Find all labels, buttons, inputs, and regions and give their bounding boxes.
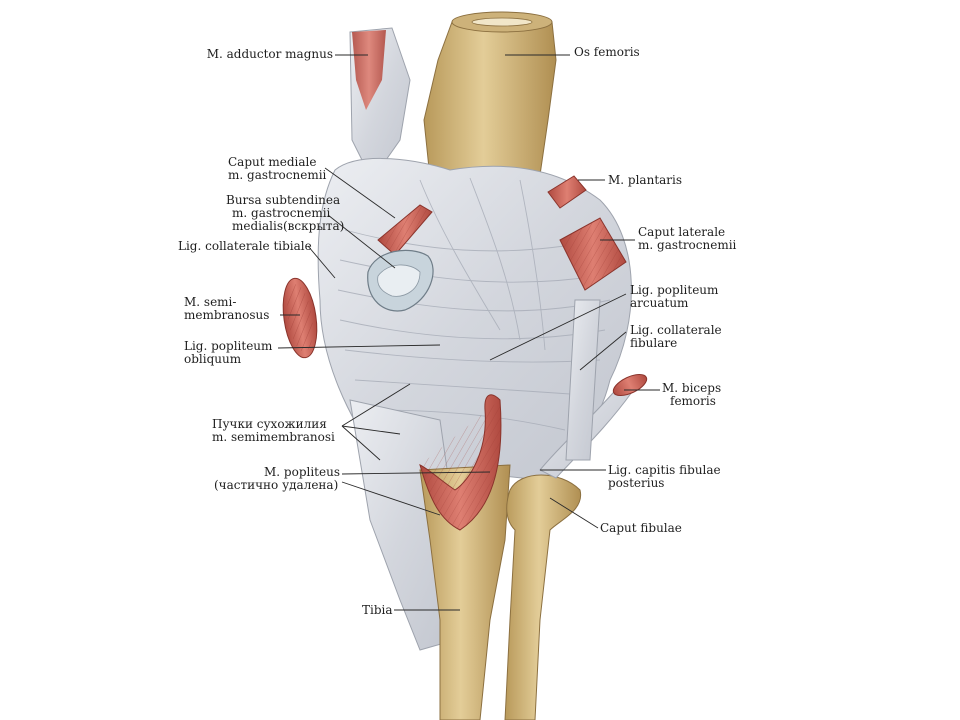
label-plantaris: M. plantaris: [608, 173, 683, 187]
label-adductor-magnus: M. adductor magnus: [206, 47, 333, 61]
label-biceps-femoris: M. biceps femoris: [662, 381, 722, 408]
label-lig-collaterale-tibiale: Lig. collaterale tibiale: [178, 239, 312, 253]
adductor-magnus-muscle: [352, 30, 386, 110]
label-semimembranosus: M. semi- membranosus: [184, 295, 270, 322]
label-caput-mediale: Caput mediale m. gastrocnemii: [228, 155, 327, 182]
label-lig-capitis-fibulae: Lig. capitis fibulae posterius: [608, 463, 721, 490]
label-puchki-suchozhiliya: Пучки сухожилия m. semimembranosi: [212, 417, 335, 444]
label-bursa-subtendinea: Bursa subtendinea m. gastrocnemii medial…: [226, 193, 345, 233]
femur-bone: [423, 21, 557, 179]
label-caput-laterale: Caput laterale m. gastrocnemii: [638, 225, 737, 252]
fibula-bone: [504, 474, 582, 720]
label-tibia: Tibia: [362, 603, 393, 617]
label-os-femoris: Os femoris: [574, 45, 640, 59]
label-popliteus: M. popliteus (частично удалена): [214, 465, 340, 492]
biceps-femoris-muscle: [612, 373, 648, 397]
label-caput-fibulae: Caput fibulae: [600, 521, 682, 535]
plantaris-muscle: [547, 175, 587, 209]
label-lig-collaterale-fibulare: Lig. collaterale fibulare: [630, 323, 722, 350]
tibia-bone: [419, 464, 511, 720]
fibular-collateral-ligament: [565, 299, 601, 461]
label-lig-popliteum-arcuatum: Lig. popliteum arcuatum: [630, 283, 719, 310]
leader-lines: [277, 54, 660, 611]
label-lig-popliteum-obliquum: Lig. popliteum obliquum: [184, 339, 273, 366]
